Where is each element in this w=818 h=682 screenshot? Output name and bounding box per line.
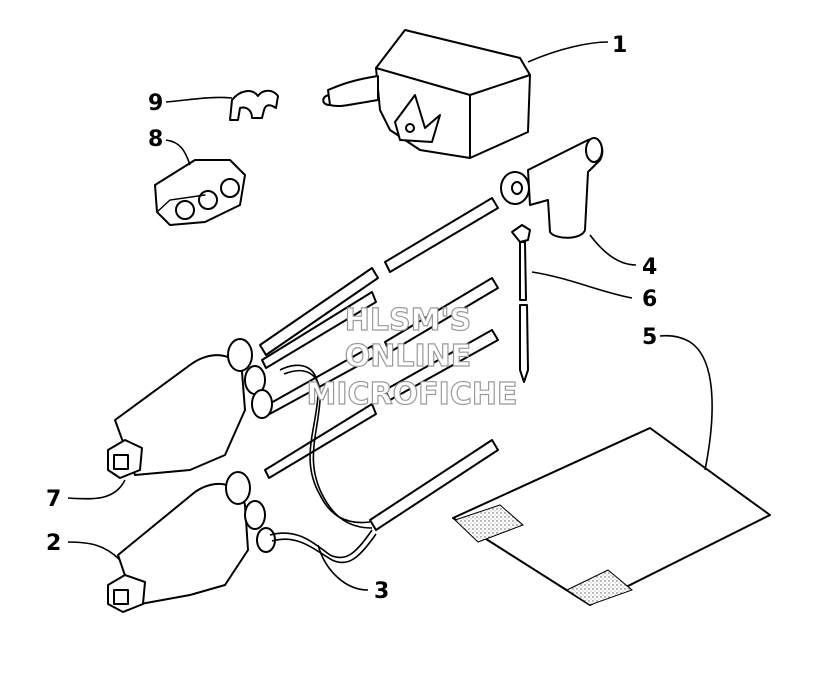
spark-plug-cap <box>500 137 604 239</box>
callout-2: 2 <box>46 531 61 556</box>
instruction-sheet <box>452 427 771 606</box>
wire-grommet <box>154 159 246 226</box>
callout-numbers: 1 9 8 4 6 5 7 2 3 <box>46 33 657 604</box>
watermark-line-1: HLSM'S <box>345 303 471 338</box>
callout-7: 7 <box>46 487 61 512</box>
callout-8: 8 <box>148 127 163 152</box>
ignition-module <box>322 29 531 159</box>
callout-3: 3 <box>374 579 389 604</box>
wire-clip-small <box>229 89 279 121</box>
callout-1: 1 <box>612 33 627 58</box>
callout-6: 6 <box>642 287 657 312</box>
callout-5: 5 <box>642 325 657 350</box>
callout-9: 9 <box>148 91 163 116</box>
watermark-line-3: MICROFICHE <box>307 377 518 412</box>
leader-lines <box>67 41 713 591</box>
watermark-line-2: ONLINE <box>345 339 472 374</box>
callout-4: 4 <box>642 255 657 280</box>
coil-wiring <box>269 364 377 564</box>
cable-tie <box>511 224 531 383</box>
ignition-coil-lower <box>107 471 276 613</box>
watermark: HLSM'S ONLINE MICROFICHE <box>306 302 518 412</box>
ignition-coil-upper <box>107 338 273 479</box>
ht-lead-tubes <box>259 197 499 531</box>
